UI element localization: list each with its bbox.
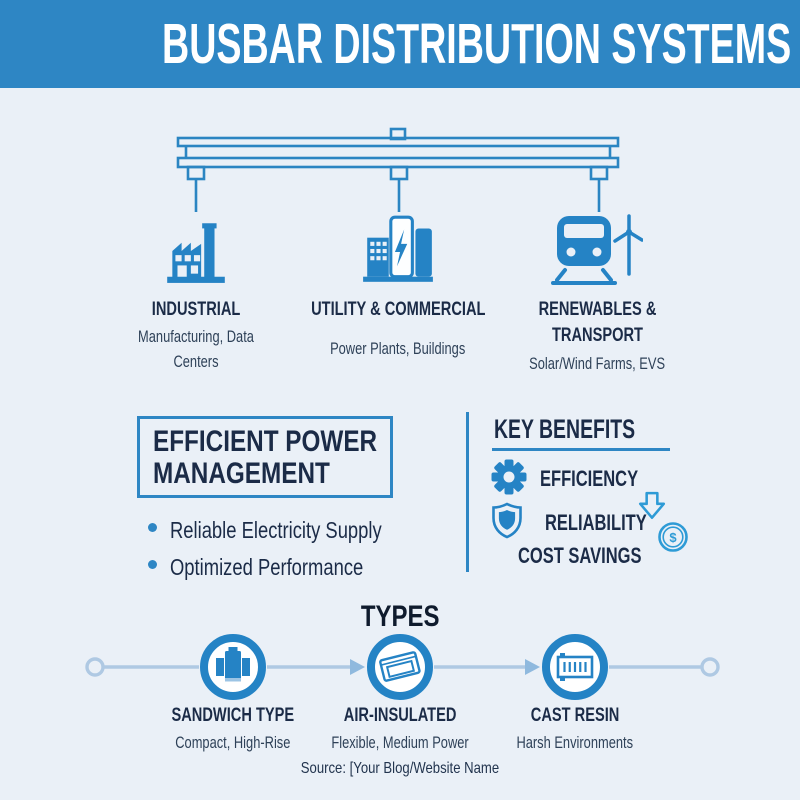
bullet-text: Reliable Electricity Supply [170,517,382,543]
application-subtitle: Power Plants, Buildings [330,340,466,359]
cast-resin-busbar-icon [542,634,608,700]
types-timeline [85,634,720,700]
list-item: Reliable Electricity Supply [148,514,435,546]
benefit-label: RELIABILITY [545,510,647,535]
type-title: AIR-INSULATED [343,704,457,726]
bullet-dot-icon [148,523,157,532]
benefit-label: COST SAVINGS [518,543,642,568]
type-title: CAST RESIN [530,704,620,726]
list-item: Optimized Performance [148,551,435,583]
application-industrial: INDUSTRIAL Manufacturing, Data Centers [106,208,286,375]
source-credit: Source: [Your Blog/Website Name [300,760,500,777]
sandwich-busbar-icon [200,634,266,700]
down-arrow-icon [638,491,666,520]
page-title: BUSBAR DISTRIBUTION SYSTEMS [162,12,792,76]
application-subtitle: Solar/Wind Farms, EVS [529,354,665,373]
application-renewables-transport: RENEWABLES & TRANSPORT Solar/Wind Farms,… [492,208,702,376]
benefits-divider-line [466,412,469,572]
type-cast-resin: CAST RESIN Harsh Environments [475,702,675,756]
application-title: UTILITY & COMMERCIAL [310,298,486,320]
type-sandwich: SANDWICH TYPE Compact, High-Rise [133,702,333,756]
type-subtitle: Flexible, Medium Power [331,734,469,753]
city-buildings-bolt-icon [359,208,437,292]
arrow-right-icon [525,659,540,675]
application-subtitle: Manufacturing, Data Centers [138,328,254,372]
types-title: TYPES [360,600,440,633]
busbar-beam-icon [176,127,620,212]
train-wind-turbine-icon [551,208,643,292]
application-title: RENEWABLES & TRANSPORT [538,298,656,347]
gear-icon [491,459,527,495]
type-air-insulated: AIR-INSULATED Flexible, Medium Power [300,702,500,756]
management-title: EFFICIENT POWER MANAGEMENT [153,425,378,491]
benefit-label: EFFICIENCY [540,466,639,491]
arrow-right-icon [350,659,365,675]
management-bullet-list: Reliable Electricity Supply Optimized Pe… [148,514,435,588]
benefits-title-underline [492,448,670,451]
factory-icon [160,208,232,292]
timeline-end-dot [85,657,105,677]
type-subtitle: Compact, High-Rise [175,734,291,753]
type-subtitle: Harsh Environments [516,734,634,753]
timeline-end-dot [700,657,720,677]
application-utility-commercial: UTILITY & COMMERCIAL Power Plants, Build… [268,208,528,362]
benefits-title: KEY BENEFITS [494,414,636,444]
dollar-glyph: $ [669,530,677,545]
shield-icon [492,502,522,539]
bullet-text: Optimized Performance [170,554,364,581]
dollar-coin-icon: $ [658,522,688,552]
management-title-box: EFFICIENT POWER MANAGEMENT [137,416,393,498]
type-title: SANDWICH TYPE [171,704,295,726]
bullet-dot-icon [148,560,157,570]
header-banner: BUSBAR DISTRIBUTION SYSTEMS [0,0,800,88]
air-insulated-busbar-icon [367,634,433,700]
application-title: INDUSTRIAL [151,298,241,320]
